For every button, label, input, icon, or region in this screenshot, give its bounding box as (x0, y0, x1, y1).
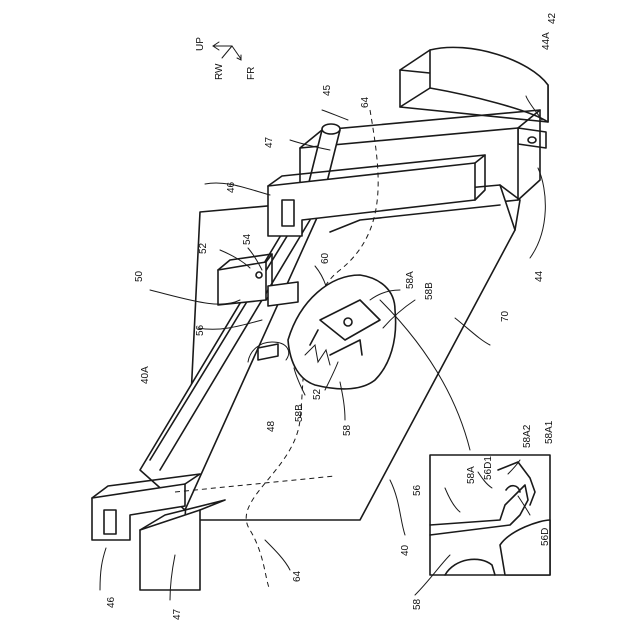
ref-58A2: 58A2 (522, 424, 533, 448)
ref-58A-inset: 58A (466, 466, 477, 484)
ref-56-inset: 56 (412, 484, 423, 496)
ref-42: 42 (547, 12, 558, 24)
hidden-line-64 (174, 109, 379, 591)
fr-arrow (231, 45, 242, 60)
cutaway-58 (287, 274, 397, 390)
ref-64-bottom: 64 (292, 570, 303, 582)
axis-fr-label: FR (246, 67, 257, 80)
ref-46-top: 46 (226, 181, 237, 193)
ref-56D: 56D (540, 528, 551, 546)
up-arrowhead (212, 41, 220, 51)
ref-52-bottom: 52 (312, 388, 323, 400)
tank-42 (399, 46, 549, 123)
ref-58-mid: 58 (342, 424, 353, 436)
ref-58B-top: 58B (424, 282, 435, 300)
ref-48: 48 (266, 420, 277, 432)
ref-54: 54 (242, 233, 253, 245)
ref-56-left: 56 (195, 324, 206, 336)
ref-58A: 58A (405, 271, 416, 289)
ref-44: 44 (534, 270, 545, 282)
clamp-46-bottom (91, 473, 201, 541)
ref-50: 50 (134, 270, 145, 282)
tool-52 (217, 253, 299, 307)
ref-64-top: 64 (360, 96, 371, 108)
ref-40A: 40A (140, 366, 151, 384)
clamp-46-top (267, 154, 486, 237)
bracket-44A (517, 127, 547, 149)
rw-arrow (221, 45, 233, 59)
fr-arrowhead (236, 54, 242, 61)
block-47-bottom (139, 499, 226, 591)
ref-45: 45 (322, 84, 333, 96)
ref-47-top: 47 (264, 136, 275, 148)
ref-40: 40 (400, 544, 411, 556)
ref-44A: 44A (541, 32, 552, 50)
shield-48 (247, 341, 290, 363)
ref-52-top: 52 (198, 242, 209, 254)
ref-47-bottom: 47 (172, 608, 183, 620)
axis-rw-label: RW (214, 63, 225, 80)
ref-58B-bottom: 58B (294, 404, 305, 422)
ref-56D1: 56D1 (483, 456, 494, 480)
ref-58A1: 58A1 (544, 420, 555, 444)
ref-70: 70 (500, 310, 511, 322)
ref-58-bottom: 58 (412, 598, 423, 610)
axis-up-label: UP (195, 37, 206, 51)
ref-60: 60 (320, 252, 331, 264)
ref-46-bottom: 46 (106, 596, 117, 608)
direction-indicator (212, 41, 242, 61)
leader-lines (99, 95, 546, 601)
